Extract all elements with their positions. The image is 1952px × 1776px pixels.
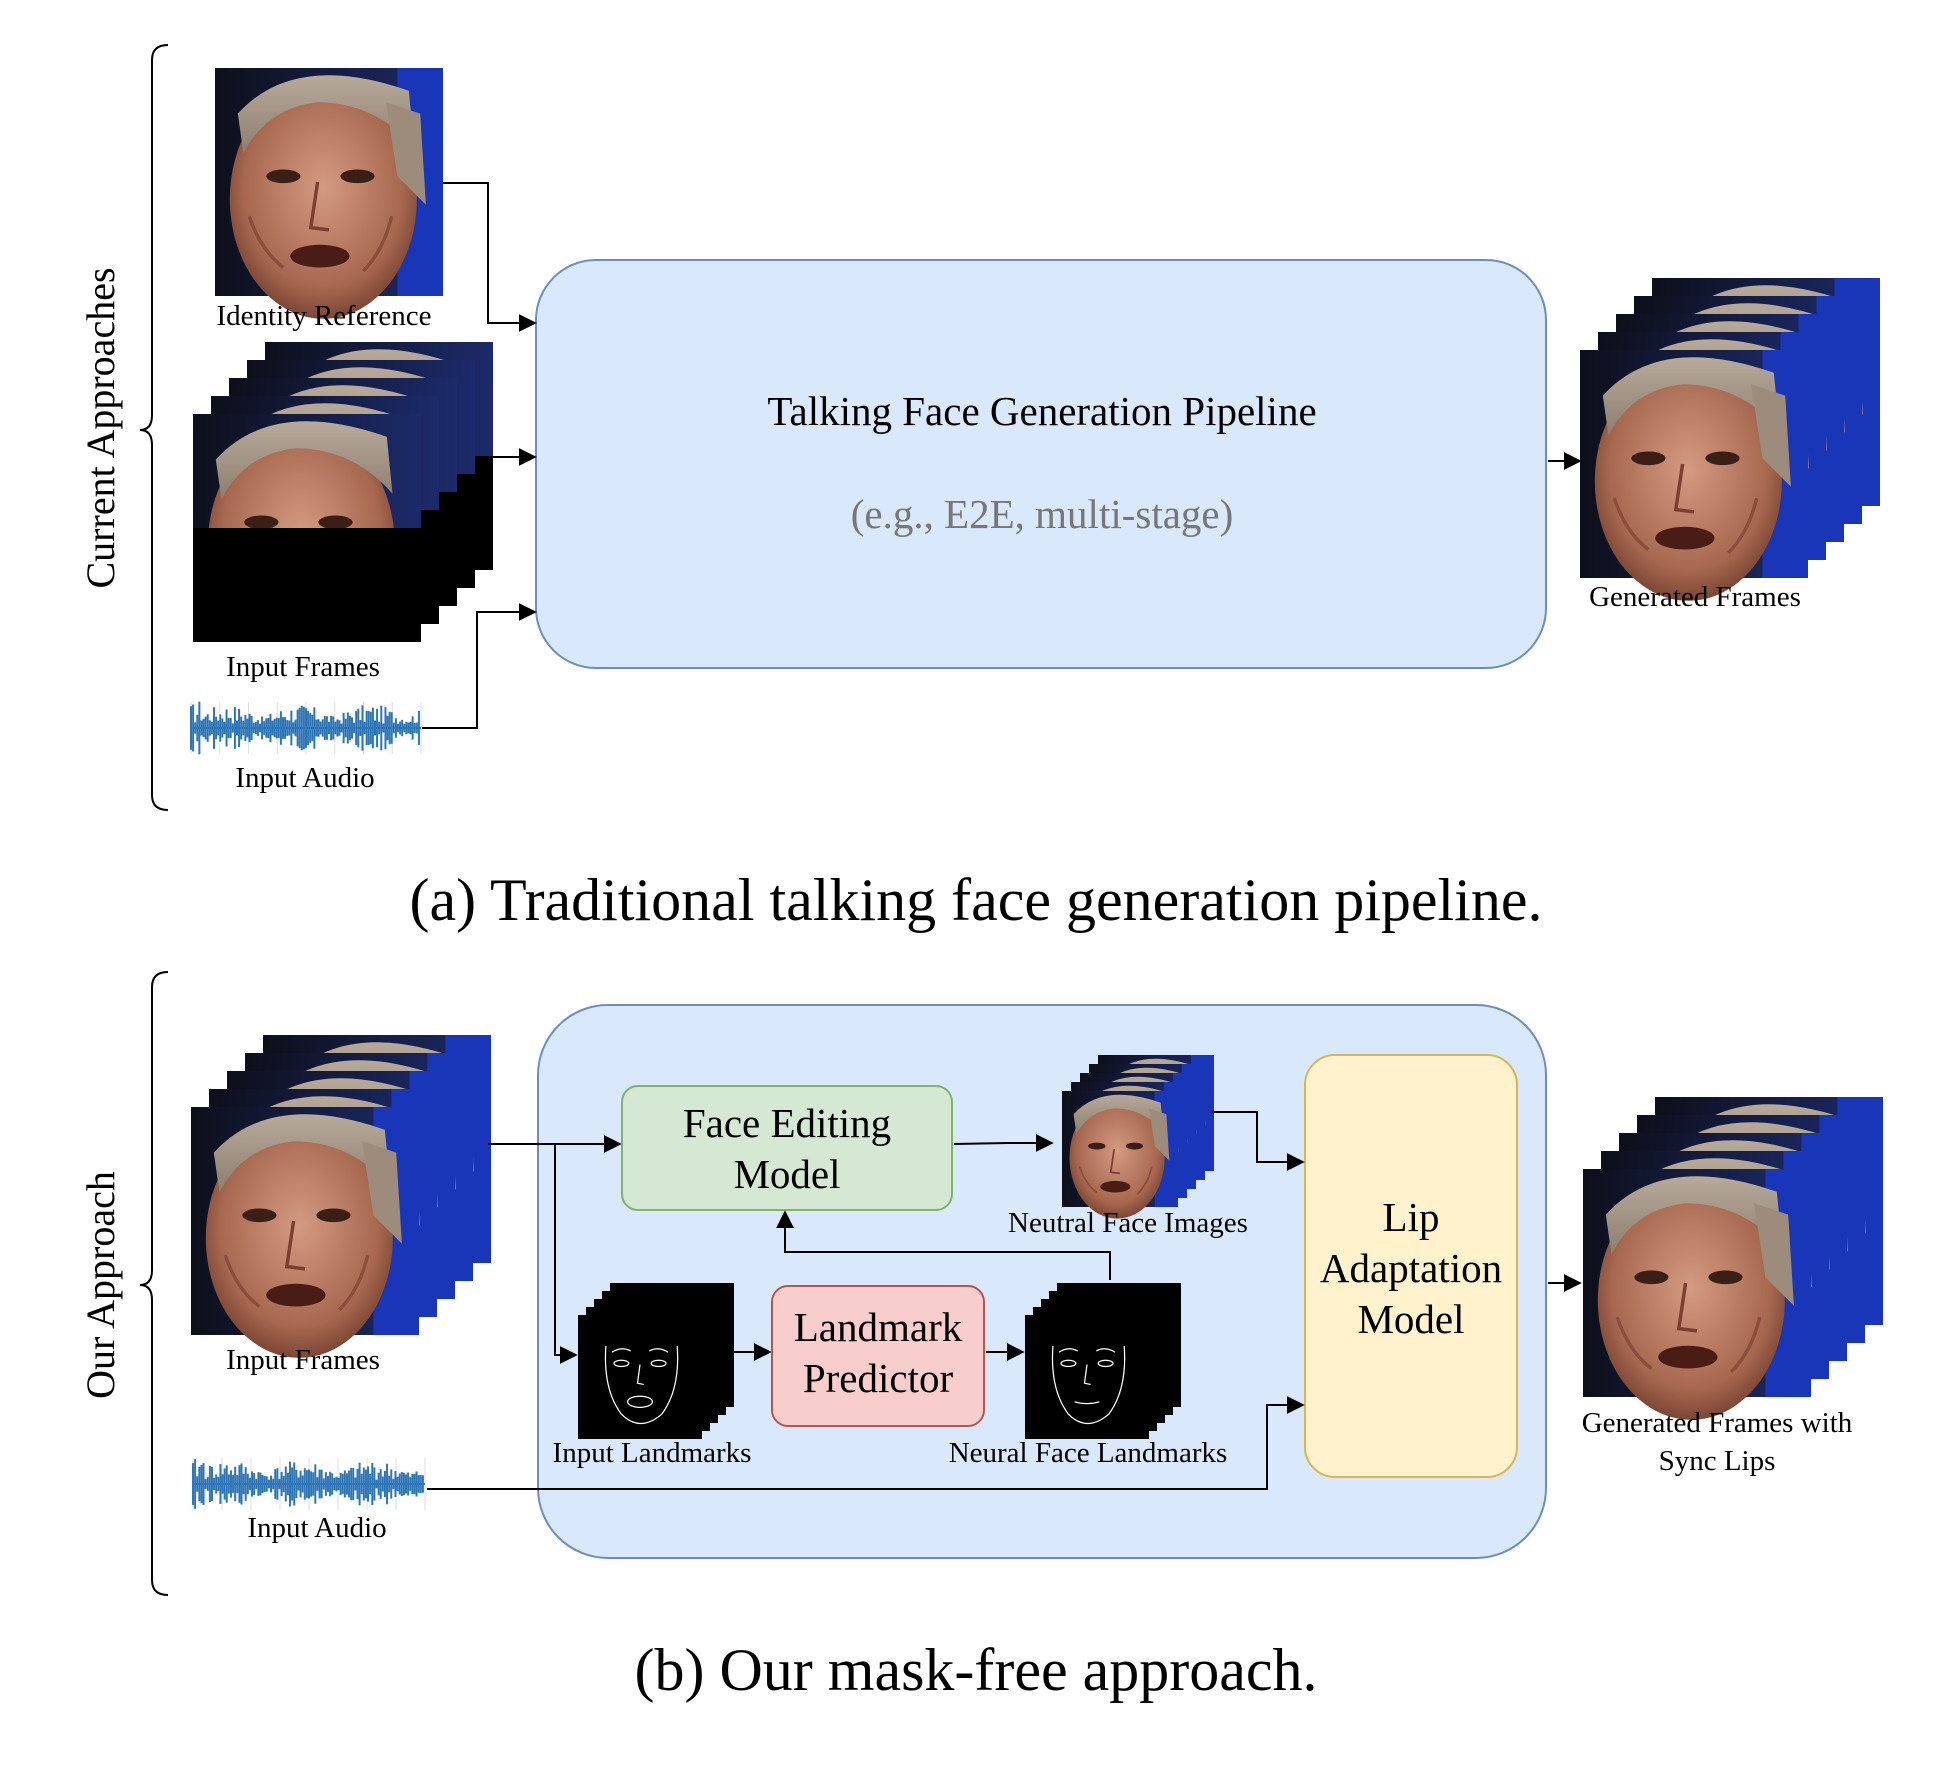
neutral-face-images-label: Neutral Face Images bbox=[1008, 1207, 1248, 1239]
face-editing-line1: Face Editing bbox=[683, 1100, 891, 1146]
brace-a bbox=[139, 44, 169, 811]
arrow-audio-to-pipeline bbox=[422, 603, 537, 729]
arrow-face-editing-to-neutral-images bbox=[953, 1134, 1054, 1152]
input-landmarks-stack bbox=[577, 1282, 735, 1440]
section-a: Current Approaches Identity Reference In… bbox=[78, 44, 1882, 933]
caption-b: (b) Our mask-free approach. bbox=[635, 1637, 1318, 1703]
arrow-frames-to-input-landmarks bbox=[554, 1144, 578, 1364]
lip-adaptation-line1: Lip bbox=[1383, 1194, 1440, 1240]
landmark-predictor-box bbox=[771, 1285, 985, 1427]
side-label-our-approach: Our Approach bbox=[78, 1171, 123, 1399]
pipeline-subtitle: (e.g., E2E, multi-stage) bbox=[851, 491, 1234, 537]
arrow-neural-landmarks-to-face-editing bbox=[776, 1210, 1111, 1280]
generated-frames-sync-label-line2: Sync Lips bbox=[1659, 1445, 1776, 1477]
input-audio-label-b: Input Audio bbox=[247, 1512, 386, 1544]
brace-b bbox=[139, 971, 169, 1596]
audio-waveform-a bbox=[190, 701, 422, 755]
neural-face-landmarks-stack bbox=[1024, 1282, 1182, 1440]
input-frames-stack-b bbox=[189, 1033, 493, 1360]
talking-face-pipeline-box bbox=[535, 259, 1547, 669]
face-editing-line2: Model bbox=[733, 1151, 840, 1197]
arrow-neutral-images-to-lip-model bbox=[1212, 1111, 1305, 1171]
lip-adaptation-line3: Model bbox=[1357, 1296, 1464, 1342]
lip-adaptation-line2: Adaptation bbox=[1320, 1245, 1502, 1291]
side-label-current-approaches: Current Approaches bbox=[78, 267, 123, 588]
arrow-audio-to-lip-model bbox=[427, 1396, 1305, 1490]
identity-reference-image bbox=[213, 66, 445, 321]
neural-face-landmarks-label: Neural Face Landmarks bbox=[949, 1437, 1228, 1469]
arrow-identity-to-pipeline bbox=[443, 182, 537, 332]
lip-adaptation-model-box bbox=[1304, 1054, 1518, 1478]
input-frames-label-b: Input Frames bbox=[226, 1344, 380, 1376]
landmark-predictor-line2: Predictor bbox=[803, 1355, 954, 1401]
pipeline-title: Talking Face Generation Pipeline bbox=[767, 388, 1316, 434]
face-editing-model-box bbox=[621, 1085, 953, 1211]
generated-frames-label: Generated Frames bbox=[1589, 581, 1801, 613]
input-frames-label-a: Input Frames bbox=[226, 651, 380, 683]
section-b: Our Approach Input Frames Input Audio Fa… bbox=[78, 971, 1885, 1703]
input-landmarks-label: Input Landmarks bbox=[553, 1437, 752, 1469]
landmark-predictor-line1: Landmark bbox=[794, 1304, 963, 1350]
identity-reference-label: Identity Reference bbox=[217, 300, 432, 332]
input-frames-stack-a bbox=[193, 342, 493, 665]
input-audio-label-a: Input Audio bbox=[235, 762, 374, 794]
caption-a: (a) Traditional talking face generation … bbox=[410, 867, 1543, 933]
generated-frames-stack-b bbox=[1581, 1095, 1885, 1422]
generated-frames-stack-a bbox=[1578, 276, 1882, 603]
audio-waveform-b bbox=[192, 1458, 426, 1510]
generated-frames-sync-label-line1: Generated Frames with bbox=[1582, 1407, 1853, 1439]
